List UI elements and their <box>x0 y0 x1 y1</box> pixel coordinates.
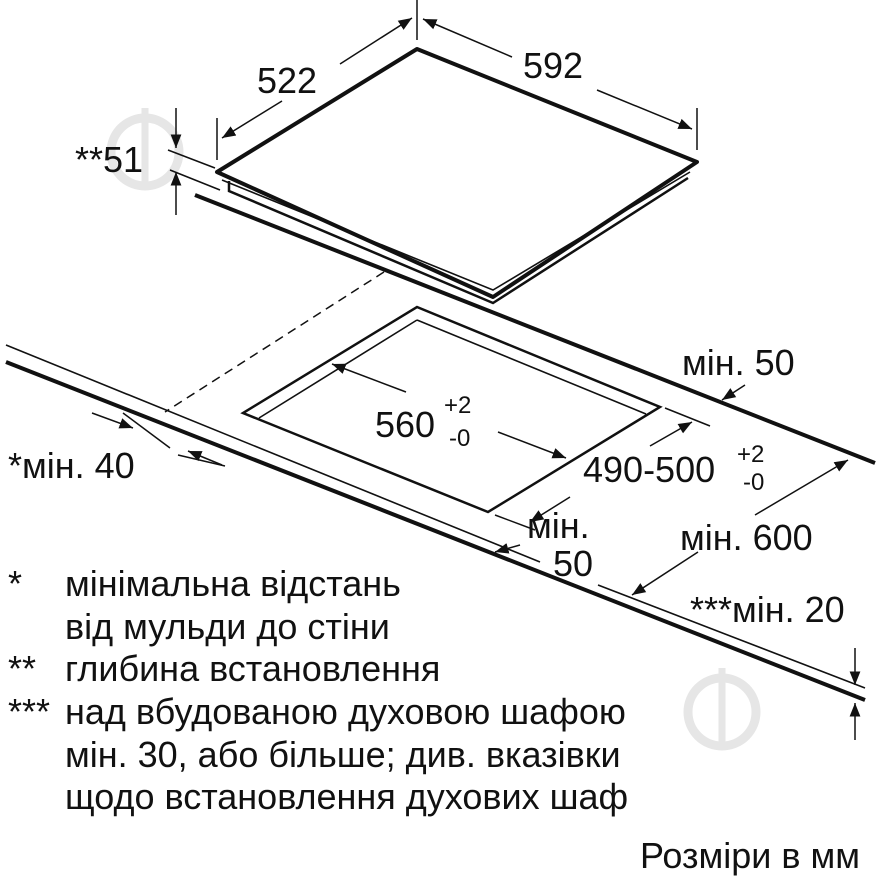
hob-outline <box>215 47 699 305</box>
front-clearance-label: мін. <box>527 505 590 546</box>
footnote-line: мін. 30, або більше; див. вказівки <box>65 734 621 775</box>
cutout-width-tol-minus: -0 <box>449 425 470 452</box>
rear-clearance-label: мін. 50 <box>682 342 795 383</box>
footnote-line: над вбудованою духовою шафою <box>65 691 626 732</box>
footnote-mark: ** <box>8 648 36 689</box>
width-label: 592 <box>523 45 583 86</box>
cutout-depth-tol-minus: -0 <box>743 469 764 496</box>
watermark-logo-icon <box>106 108 184 191</box>
cutout-width-label: 560 <box>375 404 435 445</box>
worktop-depth-label: мін. 600 <box>680 517 813 558</box>
footnote-line: від мульди до стіни <box>65 606 390 647</box>
footnote-line: щодо встановлення духових шаф <box>65 776 628 817</box>
units-note: Розміри в мм <box>640 835 860 876</box>
footnotes: * мінімальна відстань від мульди до стін… <box>8 563 628 817</box>
depth-label: 522 <box>257 60 317 101</box>
worktop-outline <box>5 193 876 702</box>
footnote-line: глибина встановлення <box>65 648 440 689</box>
front-clearance-value: 50 <box>553 543 593 584</box>
dimension-lines <box>91 0 861 740</box>
footnote-mark: * <box>8 563 22 604</box>
install-depth-label: **51 <box>75 139 143 180</box>
watermark-logo-icon <box>683 668 761 751</box>
footnote-mark: *** <box>8 691 50 732</box>
cutout-width-tol-plus: +2 <box>444 392 471 419</box>
cutout-depth-label: 490-500 <box>583 449 715 490</box>
worktop-thickness-label: ***мін. 20 <box>690 589 845 630</box>
footnote-line: мінімальна відстань <box>65 563 401 604</box>
cutout-depth-tol-plus: +2 <box>737 441 764 468</box>
wall-distance-label: *мін. 40 <box>8 445 135 486</box>
